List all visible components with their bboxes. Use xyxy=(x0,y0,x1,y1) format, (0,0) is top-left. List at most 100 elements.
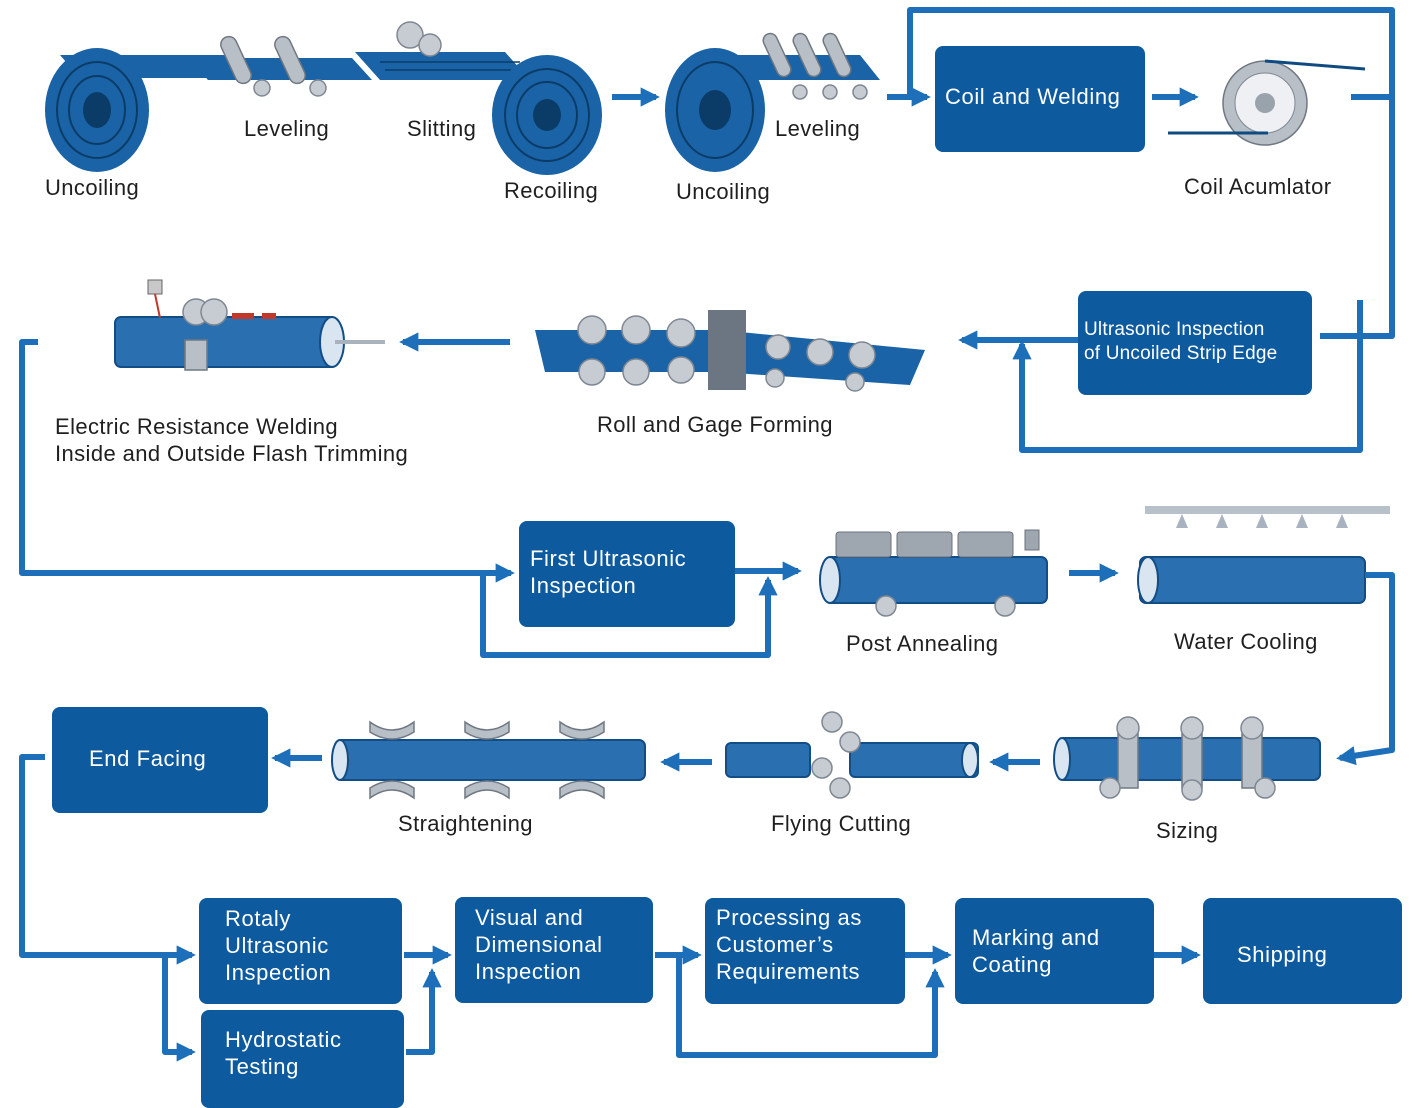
strip-sheet xyxy=(188,58,372,80)
pipe-end xyxy=(331,739,349,781)
box-first-ut-line1: First Ultrasonic xyxy=(530,546,686,571)
roller-icon xyxy=(792,84,808,100)
cutter-icon xyxy=(811,757,833,779)
box-rotary-ut-line3: Inspection xyxy=(225,960,331,985)
box-marking xyxy=(955,898,1154,1004)
label-slitting: Slitting xyxy=(407,116,476,141)
box-first-ut-line2: Inspection xyxy=(530,573,636,598)
flow-left-down xyxy=(19,754,196,965)
label-straightening: Straightening xyxy=(398,811,533,836)
roller-icon xyxy=(1180,716,1204,740)
erw-illustration xyxy=(114,279,385,371)
strip-line xyxy=(1264,59,1366,71)
spray-icon xyxy=(1296,514,1308,528)
coil-core xyxy=(83,92,111,128)
box-coil-welding-label: Coil and Welding xyxy=(945,84,1121,109)
box-processing-line2: Customer’s xyxy=(716,932,834,957)
roller-icon xyxy=(822,32,852,78)
straightener-roll-icon xyxy=(559,780,605,800)
box-ut-strip-edge-line2: of Uncoiled Strip Edge xyxy=(1084,343,1277,364)
coil-ring xyxy=(504,68,590,162)
coil-accumulator-illustration xyxy=(1168,59,1366,146)
pipe-end xyxy=(819,556,841,604)
roller-icon xyxy=(220,35,252,85)
roller-icon xyxy=(994,595,1016,617)
flow-left-down xyxy=(19,339,495,576)
flow-right-down xyxy=(1336,572,1395,766)
roller-icon xyxy=(578,358,606,386)
flow-branch-arrow xyxy=(162,955,196,1062)
strip-sheet xyxy=(355,52,530,80)
straightener-roll-icon xyxy=(369,780,415,800)
box-visual-line3: Inspection xyxy=(475,959,581,984)
roller-icon xyxy=(762,32,792,78)
trim-tool-icon xyxy=(262,313,276,319)
roller-icon xyxy=(806,338,834,366)
box-processing xyxy=(705,898,905,1004)
box-marking-line2: Coating xyxy=(972,952,1052,977)
roller-icon xyxy=(200,298,228,326)
box-shipping xyxy=(1203,898,1402,1004)
pipe-icon xyxy=(849,742,979,778)
straightener-roll-icon xyxy=(464,720,510,740)
roller-icon xyxy=(309,79,327,97)
pipe-icon xyxy=(114,316,338,368)
pipe-icon xyxy=(824,556,1048,604)
roller-icon xyxy=(622,358,650,386)
roller-icon xyxy=(1099,777,1121,799)
roller-icon xyxy=(1254,777,1276,799)
box-visual-line2: Dimensional xyxy=(475,932,603,957)
roller-icon xyxy=(875,595,897,617)
box-end-facing xyxy=(52,707,268,813)
pipe-icon xyxy=(725,742,811,778)
box-rotary-ut-line2: Ultrasonic xyxy=(225,933,329,958)
label-post-annealing: Post Annealing xyxy=(846,631,998,656)
sizing-illustration xyxy=(1053,716,1321,801)
straightener-roll-icon xyxy=(369,720,415,740)
pipe-end xyxy=(1053,737,1071,781)
roller-icon xyxy=(765,334,791,360)
cutter-icon xyxy=(829,777,851,799)
box-shipping-label: Shipping xyxy=(1237,942,1327,967)
coil-ring xyxy=(676,61,754,159)
spray-icon xyxy=(1256,514,1268,528)
box-ut-strip-edge xyxy=(1078,291,1312,395)
roller-icon xyxy=(1240,716,1264,740)
coil-ring xyxy=(56,61,138,159)
roller-icon xyxy=(577,315,607,345)
cutter-icon xyxy=(821,711,843,733)
pipe-end xyxy=(1137,556,1159,604)
pipe-end xyxy=(961,742,979,778)
flow-loop-top xyxy=(907,7,1395,100)
cutter-icon xyxy=(396,21,424,49)
spray-icon xyxy=(1176,514,1188,528)
coil-core xyxy=(699,90,731,130)
heater-icon xyxy=(896,531,953,558)
label-uncoiling-2: Uncoiling xyxy=(676,179,770,204)
roller-icon xyxy=(792,32,822,78)
label-leveling-2: Leveling xyxy=(775,116,860,141)
box-rotary-ut xyxy=(199,898,402,1004)
slitting-illustration xyxy=(355,21,530,80)
box-hydrostatic-line2: Testing xyxy=(225,1054,299,1079)
spray-header-icon xyxy=(1145,506,1390,514)
roller-icon xyxy=(274,35,306,85)
box-processing-line3: Requirements xyxy=(716,959,860,984)
label-erw-line1: Electric Resistance Welding xyxy=(55,414,338,439)
post-annealing-illustration xyxy=(819,529,1048,617)
gage-stand-icon xyxy=(708,310,746,390)
roller-icon xyxy=(765,368,785,388)
roller-icon xyxy=(845,372,865,392)
label-coil-accumulator: Coil Acumlator xyxy=(1184,174,1331,199)
box-rotary-ut-line1: Rotaly xyxy=(225,906,291,931)
cutter-icon xyxy=(839,731,861,753)
straightener-roll-icon xyxy=(559,720,605,740)
box-processing-line1: Processing as xyxy=(716,905,862,930)
spray-icon xyxy=(1336,514,1348,528)
flow-right-down xyxy=(1320,97,1395,339)
straightener-roll-icon xyxy=(464,780,510,800)
heater-icon xyxy=(957,531,1014,558)
coil-ring xyxy=(68,75,126,145)
flow-bypass-arrow xyxy=(1012,300,1363,453)
water-cooling-illustration xyxy=(1137,506,1390,604)
